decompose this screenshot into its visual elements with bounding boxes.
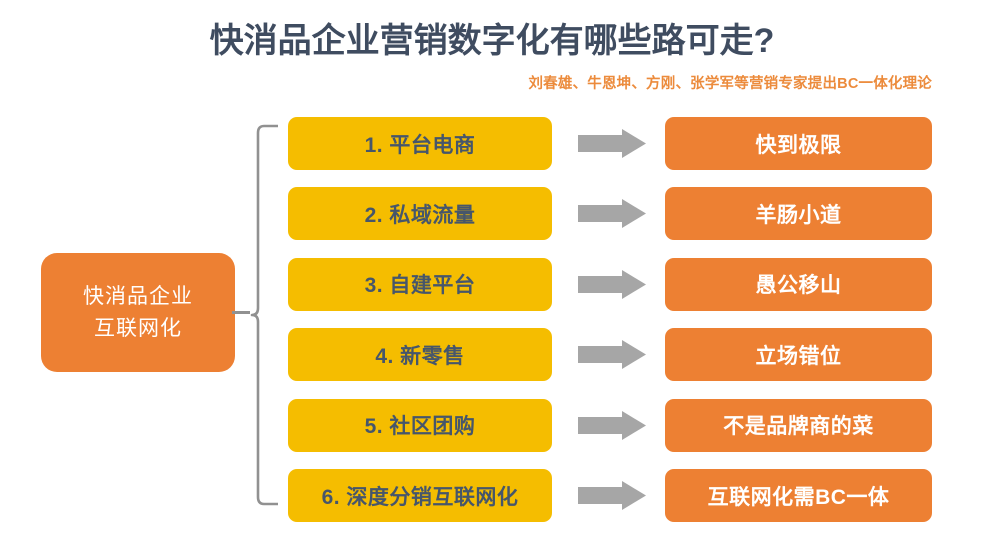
arrow-right-icon bbox=[578, 269, 646, 299]
outcome-chip-label: 立场错位 bbox=[755, 344, 842, 368]
outcome-chip-label: 不是品牌商的菜 bbox=[723, 415, 874, 439]
outcome-chip-label: 羊肠小道 bbox=[755, 203, 842, 227]
source-node[interactable]: 快消品企业 互联网化 bbox=[41, 253, 235, 372]
outcome-chip[interactable]: 羊肠小道 bbox=[665, 187, 932, 241]
outcome-chip-label: 互联网化需BC一体 bbox=[707, 485, 890, 509]
arrow-right-icon bbox=[578, 199, 646, 229]
flow-row: 2. 私域流量 羊肠小道 bbox=[0, 187, 984, 241]
outcome-chip[interactable]: 愚公移山 bbox=[665, 257, 932, 311]
arrow-right-icon bbox=[578, 129, 646, 158]
flow-row: 1. 平台电商 快到极限 bbox=[0, 117, 984, 170]
bracket-stem bbox=[232, 311, 250, 314]
flow-row: 5. 社区团购 不是品牌商的菜 bbox=[0, 398, 984, 452]
page-subtitle: 刘春雄、牛恩坤、方刚、张学军等营销专家提出BC一体化理论 bbox=[528, 76, 932, 92]
source-node-label: 快消品企业 互联网化 bbox=[83, 284, 193, 340]
arrow-right-icon bbox=[578, 481, 646, 510]
outcome-chip-label: 愚公移山 bbox=[755, 274, 842, 298]
outcome-chip[interactable]: 互联网化需BC一体 bbox=[665, 469, 932, 522]
outcome-chip[interactable]: 立场错位 bbox=[665, 328, 932, 382]
path-chip-label: 1. 平台电商 bbox=[364, 133, 476, 157]
path-chip[interactable]: 3. 自建平台 bbox=[288, 257, 552, 311]
path-chip[interactable]: 2. 私域流量 bbox=[288, 187, 552, 241]
flow-row: 3. 自建平台 愚公移山 bbox=[0, 257, 984, 311]
flow-row: 4. 新零售 立场错位 bbox=[0, 328, 984, 382]
path-chip-label: 5. 社区团购 bbox=[364, 415, 476, 439]
path-chip-label: 2. 私域流量 bbox=[364, 203, 476, 227]
flow-row: 6. 深度分销互联网化 互联网化需BC一体 bbox=[0, 469, 984, 522]
path-chip[interactable]: 1. 平台电商 bbox=[288, 117, 552, 170]
path-chip-label: 3. 自建平台 bbox=[364, 274, 476, 298]
path-chip-label: 6. 深度分销互联网化 bbox=[321, 485, 519, 509]
path-chip-label: 4. 新零售 bbox=[375, 344, 465, 368]
path-chip[interactable]: 4. 新零售 bbox=[288, 328, 552, 382]
path-chip[interactable]: 5. 社区团购 bbox=[288, 398, 552, 452]
page-title: 快消品企业营销数字化有哪些路可走? bbox=[209, 22, 775, 60]
outcome-chip-label: 快到极限 bbox=[755, 133, 842, 157]
arrow-right-icon bbox=[578, 340, 646, 370]
arrow-right-icon bbox=[578, 410, 646, 440]
outcome-chip[interactable]: 不是品牌商的菜 bbox=[665, 398, 932, 452]
path-chip[interactable]: 6. 深度分销互联网化 bbox=[288, 469, 552, 522]
outcome-chip[interactable]: 快到极限 bbox=[665, 117, 932, 170]
